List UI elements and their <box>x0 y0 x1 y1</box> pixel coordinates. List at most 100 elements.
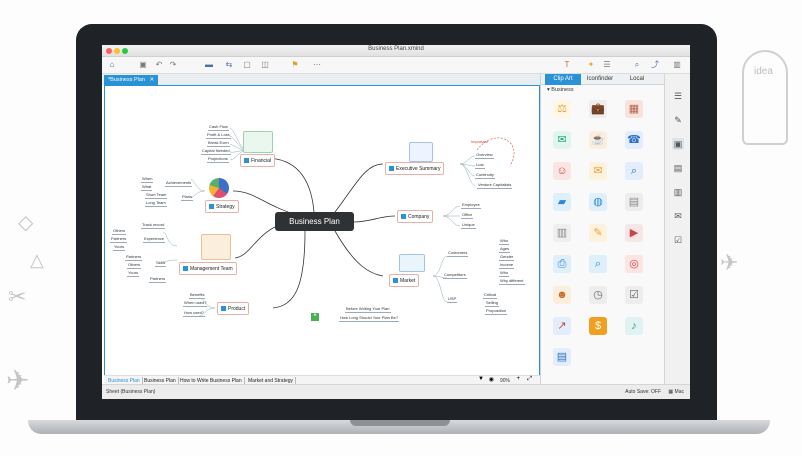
share-icon[interactable]: ⤴ <box>651 60 659 69</box>
floating-topic[interactable]: Before Writing Your Plan <box>345 306 391 313</box>
sub-topic[interactable]: Profit & Loss <box>206 132 231 139</box>
branch-competitors[interactable]: Competitors <box>443 272 467 279</box>
sub-topic[interactable]: Projections <box>207 156 229 163</box>
branch-usp[interactable]: USP <box>447 296 458 303</box>
idea-lightbulb-icon[interactable]: ✦ <box>587 60 595 69</box>
clipart-item[interactable]: ↗ <box>551 315 573 337</box>
zoom-in-icon[interactable]: + <box>516 376 520 382</box>
view-eye-icon[interactable]: ◉ <box>488 377 494 383</box>
mindmap-canvas[interactable]: Business Plan Financial Cash Flow Profit… <box>104 85 540 384</box>
sub-topic[interactable]: Critical <box>483 292 498 299</box>
sub-topic[interactable]: Long Team <box>145 200 167 207</box>
minimize-window-button[interactable] <box>114 48 120 54</box>
format-brush-icon[interactable]: ✎ <box>674 115 682 125</box>
clipart-item[interactable]: ▤ <box>623 191 645 213</box>
panel-toggle-icon[interactable]: ▥ <box>673 60 681 69</box>
fit-icon[interactable]: ⤢ <box>527 376 532 382</box>
sub-topic[interactable]: Partners <box>149 276 167 283</box>
document-tab[interactable]: *Business Plan ✕ <box>104 75 159 85</box>
sub-topic[interactable]: Who <box>499 238 510 245</box>
clipart-item[interactable]: ◍ <box>587 191 609 213</box>
tab-clip-art[interactable]: Clip Art <box>545 74 581 85</box>
clipart-item[interactable]: ✎ <box>587 222 609 244</box>
sub-topic[interactable]: Capital Needed <box>201 148 231 155</box>
topic-strategy[interactable]: Strategy <box>205 200 239 213</box>
topic-executive-summary[interactable]: Executive Summary <box>385 162 445 175</box>
redo-icon[interactable]: ↷ <box>169 60 177 69</box>
sub-topic[interactable]: What <box>141 184 153 191</box>
clip-art-icon[interactable]: ▣ <box>672 138 684 150</box>
sub-topic[interactable]: Yours <box>113 244 126 251</box>
marker-flag-icon[interactable]: ⚑ <box>291 60 299 69</box>
clipart-item[interactable]: ▶ <box>623 222 645 244</box>
sub-topic[interactable]: Partners <box>125 254 143 261</box>
topic-management[interactable]: Management Team <box>179 262 237 275</box>
task-icon[interactable]: ☑ <box>673 235 683 245</box>
clipart-item[interactable]: ☑ <box>623 284 645 306</box>
branch-customers[interactable]: Customers <box>447 250 469 257</box>
clipart-item[interactable]: ◷ <box>587 284 609 306</box>
floating-topic[interactable]: How Long Should Your Plan Be? <box>339 315 400 322</box>
sheet-tab[interactable]: How to Write Business Plan <box>178 377 245 385</box>
home-icon[interactable]: ⌂ <box>109 60 115 69</box>
quote-marker-icon[interactable]: ❝ <box>311 313 319 321</box>
clipart-item[interactable]: $ <box>587 315 609 337</box>
sub-topic[interactable]: Achievements <box>165 180 193 187</box>
sub-topic[interactable]: Plans <box>181 194 194 201</box>
clipart-item[interactable]: ✉ <box>551 129 573 151</box>
zoom-level[interactable]: 90% <box>499 378 510 384</box>
sub-topic[interactable]: Selling <box>485 300 500 307</box>
sub-topic[interactable]: Lost <box>475 162 485 169</box>
sub-topic[interactable]: Others <box>127 262 142 269</box>
sub-topic[interactable]: When used? <box>183 300 208 307</box>
outline-icon[interactable]: ☰ <box>603 60 611 69</box>
clipart-item[interactable]: ▰ <box>551 191 573 213</box>
sub-topic[interactable]: When <box>141 176 154 183</box>
sub-topic[interactable]: Benefits <box>189 292 206 299</box>
clipart-item[interactable]: ✉ <box>587 160 609 182</box>
filter-icon[interactable]: ▼ <box>478 376 484 382</box>
sub-topic[interactable]: Others <box>112 228 127 235</box>
topic-company[interactable]: Company <box>397 210 434 223</box>
sub-topic[interactable]: Partners <box>110 236 128 243</box>
callout-icon[interactable]: ▢ <box>243 60 251 69</box>
comments-icon[interactable]: ✉ <box>674 211 682 221</box>
clipart-item[interactable]: ⌕ <box>623 160 645 182</box>
sub-topic[interactable]: Who <box>499 270 510 277</box>
sub-topic[interactable]: Continuity <box>475 172 495 179</box>
clipart-item[interactable]: ▥ <box>551 222 573 244</box>
sheet-tab[interactable]: Business Plan <box>142 377 179 385</box>
tab-iconfinder[interactable]: Iconfinder <box>586 76 614 82</box>
sub-topic[interactable]: Yours <box>127 270 140 277</box>
topic-market[interactable]: Market <box>389 274 420 287</box>
notes-icon[interactable]: ▥ <box>673 187 683 197</box>
boundary-icon[interactable]: ◫ <box>261 60 269 69</box>
sub-topic[interactable]: Short Team <box>145 192 168 199</box>
sub-topic[interactable]: Experience <box>143 236 166 243</box>
tab-local[interactable]: Local <box>629 76 645 82</box>
relationship-icon[interactable]: ⇆ <box>225 60 233 69</box>
more-options-icon[interactable]: ⋯ <box>313 60 321 69</box>
sub-topic[interactable]: Proposition <box>485 308 508 315</box>
sub-topic[interactable]: Break Even <box>207 140 230 147</box>
autosave-status[interactable]: Auto Save: OFF <box>625 389 662 395</box>
clipart-item[interactable]: ◎ <box>623 253 645 275</box>
sub-topic[interactable]: Skills <box>155 260 167 267</box>
sub-topic[interactable]: Employee <box>461 202 481 209</box>
undo-icon[interactable]: ↶ <box>155 60 163 69</box>
clipart-item[interactable]: ☎ <box>623 129 645 151</box>
central-topic[interactable]: Business Plan <box>275 212 354 231</box>
sub-topic[interactable]: Unique <box>461 222 476 229</box>
clipart-item[interactable]: ▦ <box>623 98 645 120</box>
sub-topic[interactable]: Venture Capitalists <box>477 182 513 189</box>
sub-topic[interactable]: How used? <box>183 310 206 317</box>
sub-topic[interactable]: Cash Flow <box>208 124 229 131</box>
clipart-item[interactable]: 💼 <box>587 98 609 120</box>
clipart-item[interactable]: ⚖ <box>551 98 573 120</box>
topic-financial[interactable]: Financial <box>240 154 276 167</box>
marker-icon[interactable]: ▤ <box>673 163 683 173</box>
zoom-window-button[interactable] <box>122 48 128 54</box>
clipart-item[interactable]: ♪ <box>623 315 645 337</box>
sub-topic[interactable]: Overview <box>475 152 494 159</box>
save-icon[interactable]: ▣ <box>139 60 147 69</box>
